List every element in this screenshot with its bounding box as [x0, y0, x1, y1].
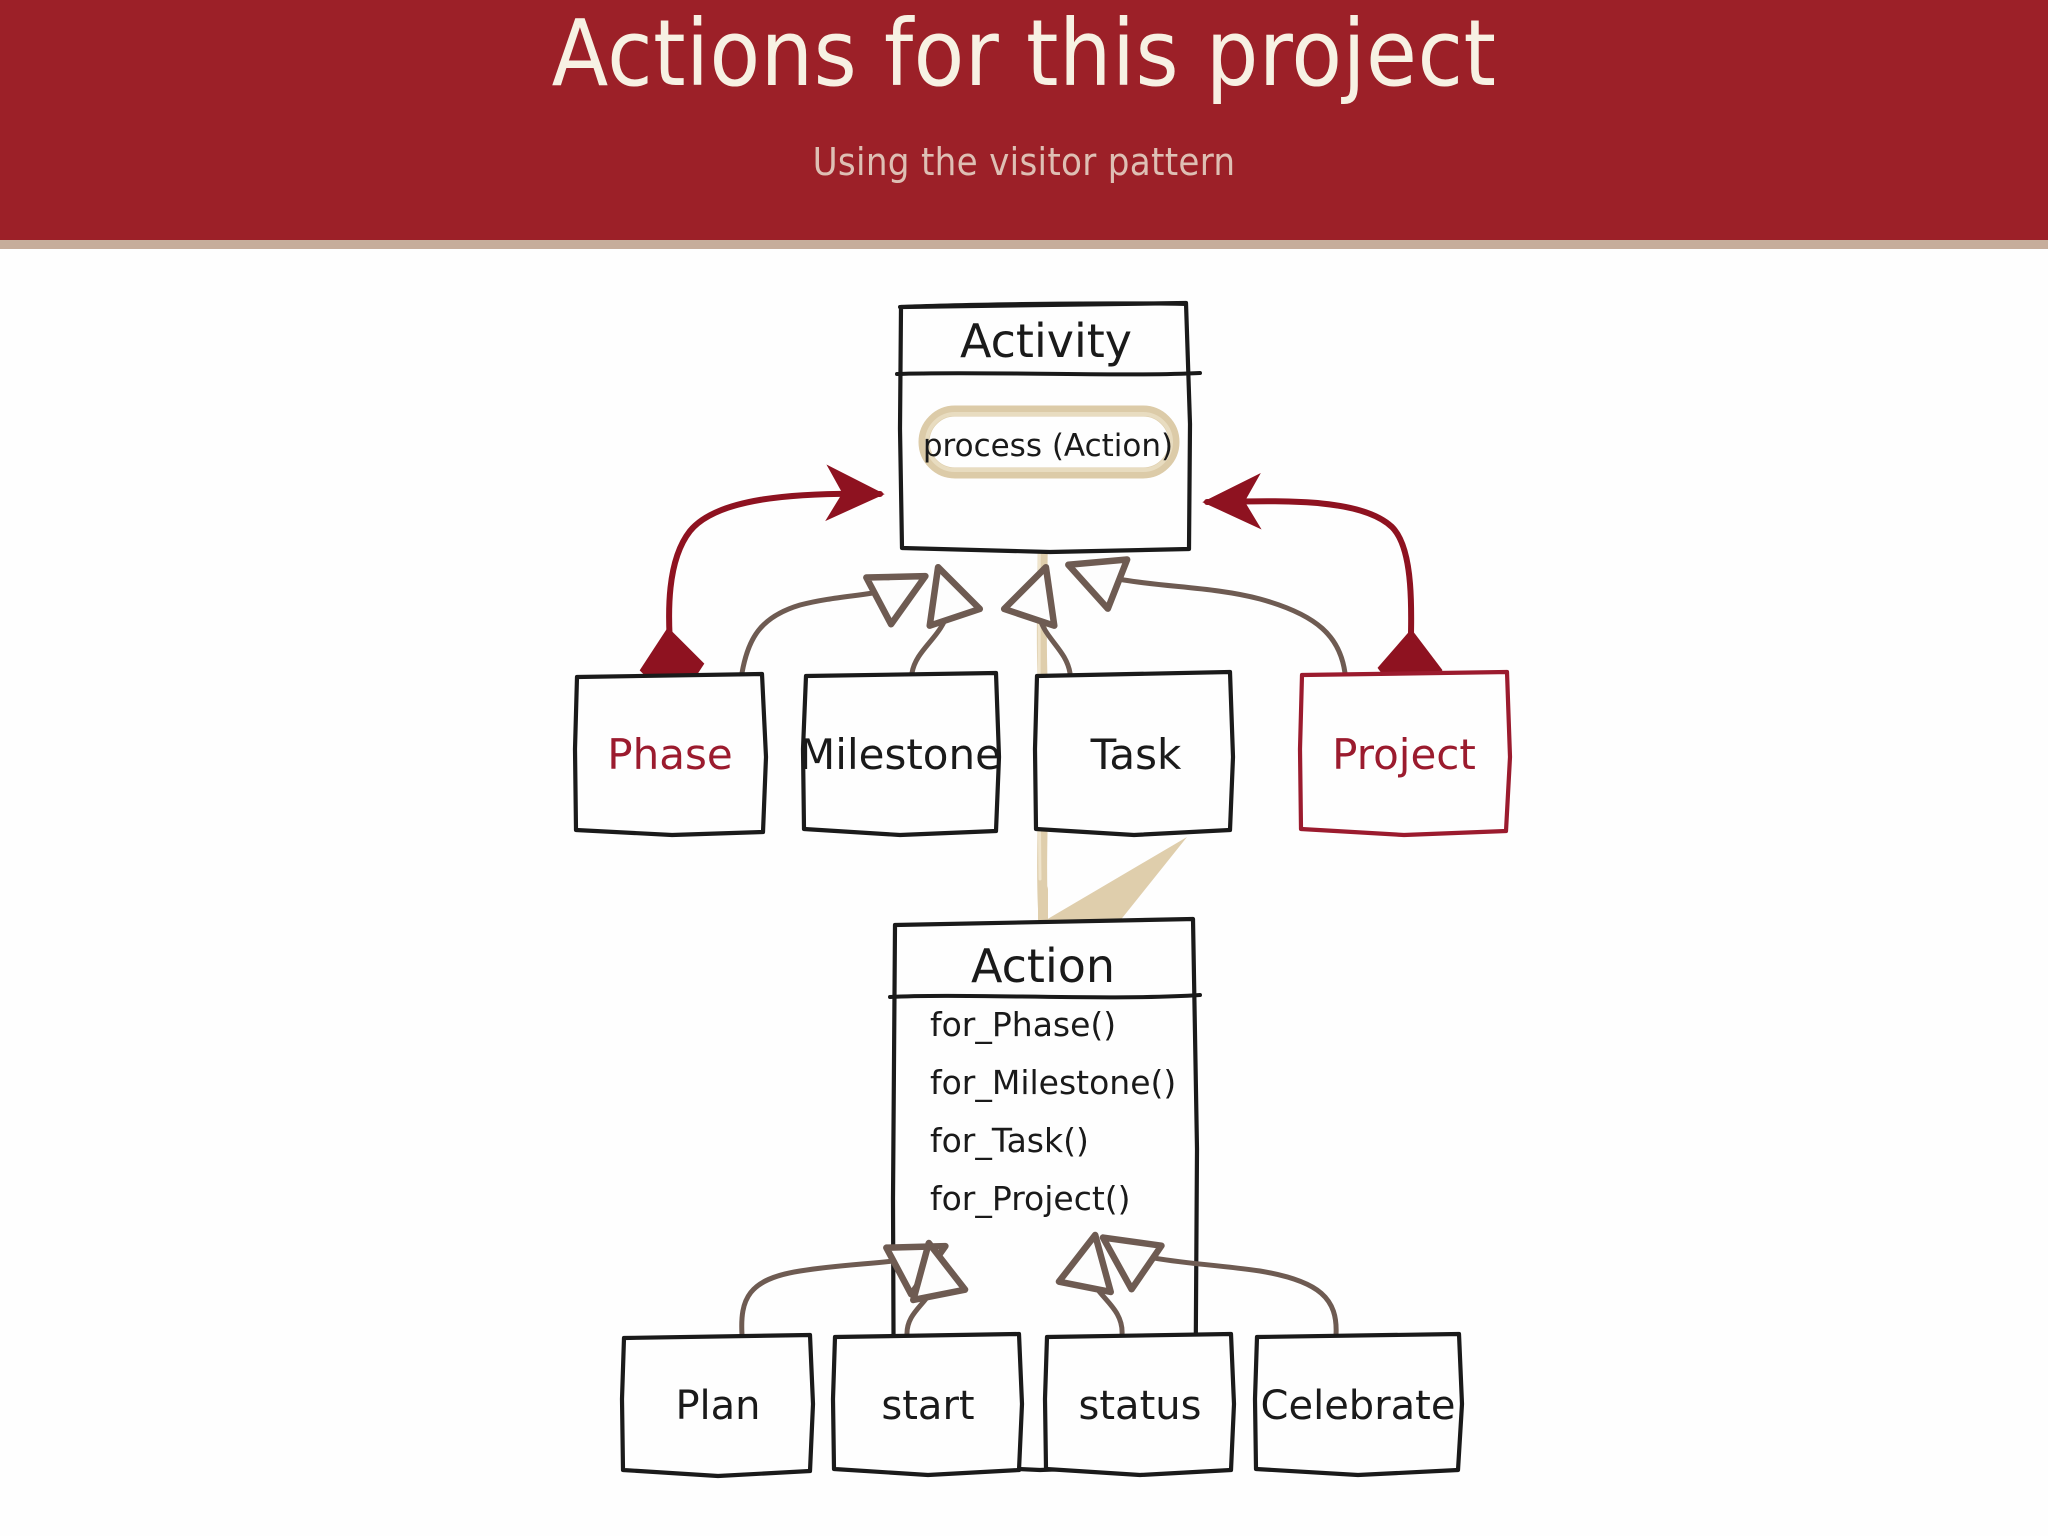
class-name-status: status [1079, 1383, 1202, 1429]
class-member-action-1: for_Milestone() [930, 1063, 1176, 1102]
relation-inheritance-start-action [904, 1239, 969, 1338]
title-banner [0, 0, 2048, 240]
class-name-plan: Plan [675, 1383, 760, 1429]
class-name-project: Project [1332, 730, 1476, 779]
class-member-action-3: for_Project() [930, 1179, 1131, 1218]
relation-inheritance-status-action [1055, 1231, 1125, 1338]
class-box-milestone[interactable]: Milestone [799, 670, 1002, 838]
class-member-action-0: for_Phase() [930, 1005, 1116, 1044]
relation-inheritance-milestone-activity [909, 563, 984, 676]
class-name-activity: Activity [960, 314, 1132, 368]
class-box-task[interactable]: Task [1032, 669, 1236, 838]
class-name-action: Action [971, 939, 1115, 993]
class-box-plan[interactable]: Plan [619, 1332, 816, 1479]
banner-bottom-rule [0, 240, 2048, 249]
page-subtitle: Using the visitor pattern [812, 140, 1236, 184]
uml-class-diagram: Activity process (Action) [0, 249, 2048, 1536]
relation-inheritance-celebrate-action [1099, 1234, 1339, 1338]
page-title: Actions for this project [551, 0, 1497, 107]
relation-inheritance-task-activity [1000, 563, 1073, 676]
class-box-activity[interactable]: Activity process (Action) [895, 300, 1202, 555]
class-name-celebrate: Celebrate [1261, 1383, 1456, 1429]
class-box-status[interactable]: status [1042, 1331, 1237, 1478]
relation-composition-project-activity [1202, 472, 1443, 709]
class-box-start[interactable]: start [830, 1331, 1025, 1478]
relation-inheritance-project-activity [1065, 556, 1348, 676]
method-highlight-process[interactable] [918, 405, 1180, 479]
class-name-milestone: Milestone [799, 730, 1001, 779]
class-name-start: start [881, 1383, 974, 1429]
class-box-phase[interactable]: Phase [572, 671, 769, 838]
class-name-phase: Phase [607, 730, 732, 779]
class-member-action-2: for_Task() [930, 1121, 1089, 1160]
class-name-task: Task [1090, 730, 1182, 779]
class-member-activity-0: process (Action) [923, 428, 1173, 464]
class-box-project[interactable]: Project [1297, 669, 1513, 838]
class-box-celebrate[interactable]: Celebrate [1252, 1331, 1465, 1478]
relation-composition-phase-activity [639, 464, 885, 707]
relation-inheritance-phase-activity [739, 572, 929, 676]
